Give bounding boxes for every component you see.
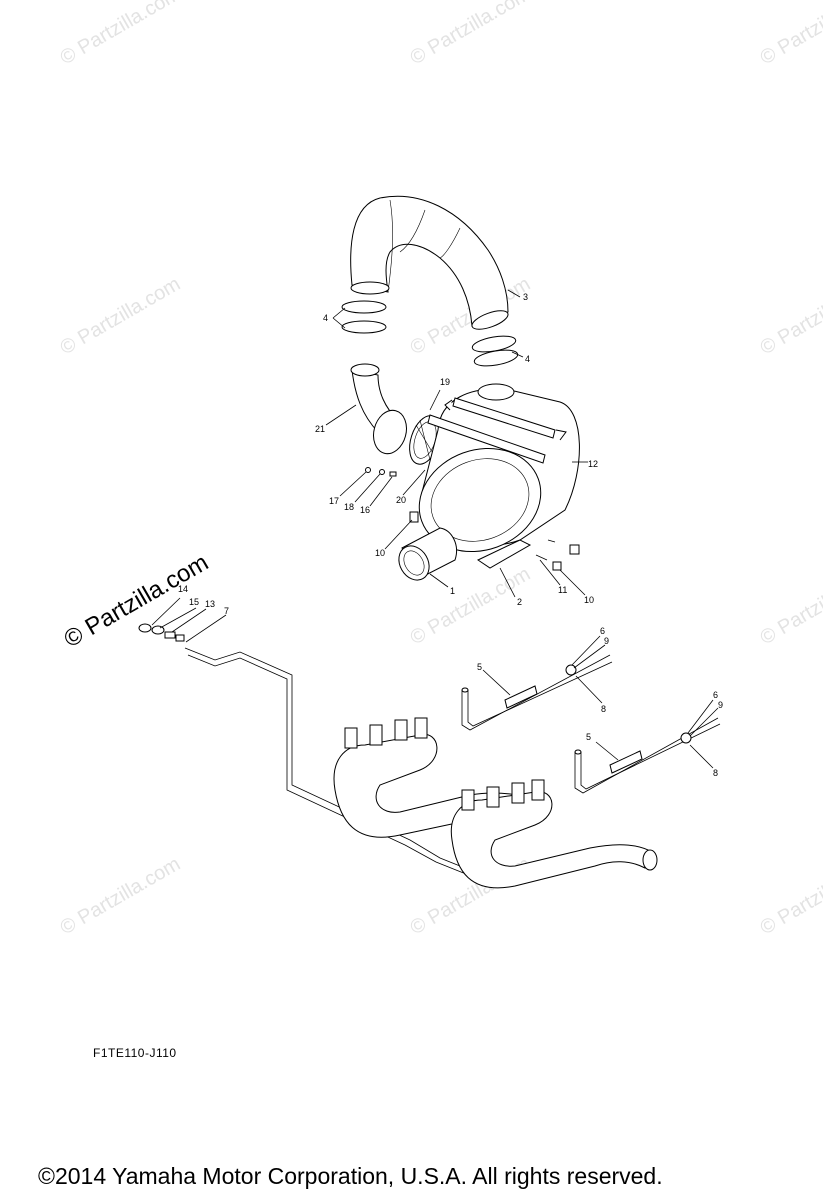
watermark: © Partzilla.com	[757, 563, 823, 649]
callout-7: 7	[224, 606, 229, 616]
callout-9: 9	[718, 700, 723, 710]
callout-2: 2	[517, 597, 522, 607]
callout-8: 8	[713, 768, 718, 778]
part-5-hose-upper	[461, 654, 613, 731]
callout-16: 16	[360, 505, 370, 515]
callout-10: 10	[584, 595, 594, 605]
callout-14: 14	[178, 584, 188, 594]
callout-18: 18	[344, 502, 354, 512]
callout-3: 3	[523, 292, 528, 302]
callout-9: 9	[604, 636, 609, 646]
watermark: © Partzilla.com	[407, 0, 535, 69]
part-2-bracket	[476, 539, 532, 569]
callout-5: 5	[477, 662, 482, 672]
watermark: © Partzilla.com	[57, 0, 185, 69]
part-5-hose-lower	[574, 717, 721, 794]
callout-12: 12	[588, 459, 598, 469]
watermark: © Partzilla.com	[757, 853, 823, 939]
callout-21: 21	[315, 424, 325, 434]
callout-4: 4	[323, 313, 328, 323]
part-3-exhaust-hose	[350, 195, 509, 330]
callout-4: 4	[525, 354, 530, 364]
callout-13: 13	[205, 599, 215, 609]
part-4-clamps	[341, 300, 519, 367]
exhaust-manifold-lower	[450, 779, 658, 889]
leader-lines	[151, 289, 719, 769]
callout-8: 8	[601, 704, 606, 714]
callout-1: 1	[450, 586, 455, 596]
callout-5: 5	[586, 732, 591, 742]
watermark: © Partzilla.com	[57, 273, 185, 359]
callout-labels: 3 4 4 21 19 12 20 17 18 16 10 1 2 11 10 …	[178, 292, 723, 778]
part-21-elbow	[350, 363, 407, 455]
part-1-outlet-pipe	[398, 527, 457, 581]
callout-6: 6	[713, 690, 718, 700]
watermark: © Partzilla.com	[57, 853, 185, 939]
part-7-water-pipe	[184, 647, 471, 875]
callout-17: 17	[329, 496, 339, 506]
callout-10: 10	[375, 548, 385, 558]
watermark: © Partzilla.com	[757, 0, 823, 69]
callout-19: 19	[440, 377, 450, 387]
callout-11: 11	[558, 585, 567, 595]
copyright-notice: ©2014 Yamaha Motor Corporation, U.S.A. A…	[38, 1163, 663, 1189]
callout-20: 20	[396, 495, 406, 505]
left-hardware	[138, 623, 185, 642]
diagram-code: F1TE110-J110	[93, 1046, 177, 1060]
watermark: © Partzilla.com	[757, 273, 823, 359]
small-hardware	[365, 467, 580, 571]
callout-15: 15	[189, 597, 199, 607]
callout-6: 6	[600, 626, 605, 636]
muffler-assembly	[418, 383, 580, 553]
